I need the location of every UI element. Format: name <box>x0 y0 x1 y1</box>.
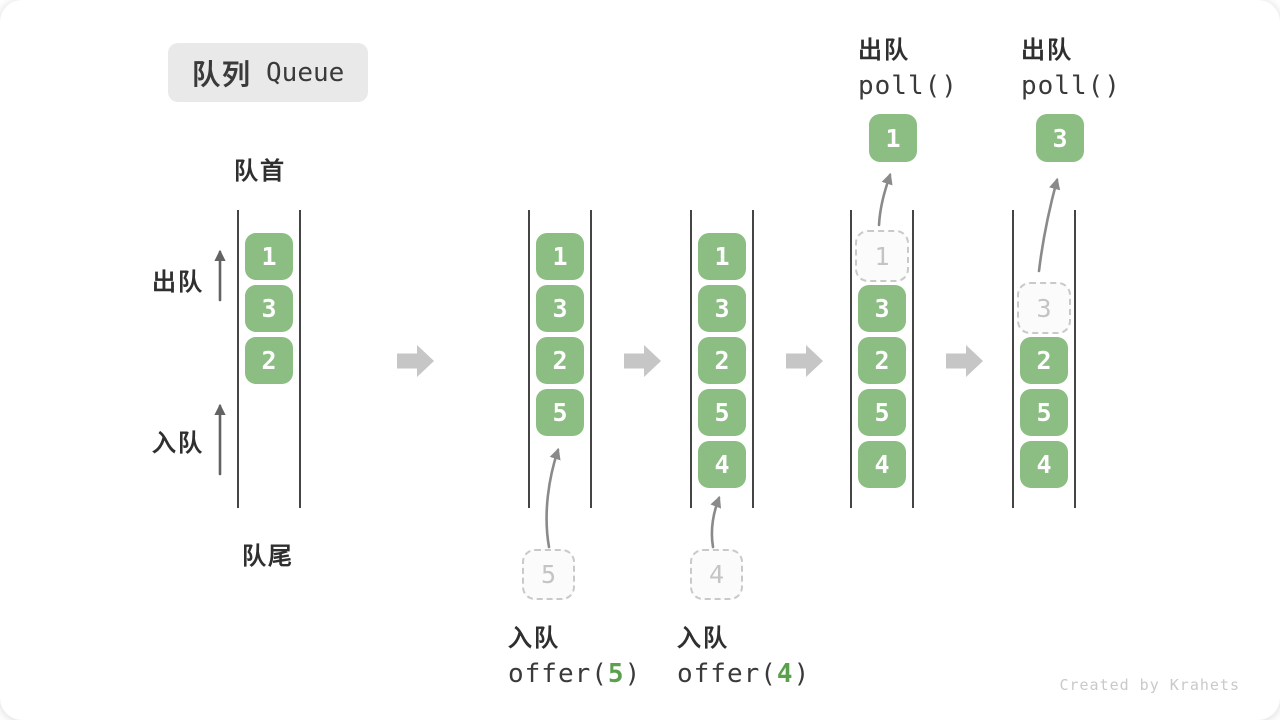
queue-item: 3 <box>698 285 746 332</box>
next-state-arrow-icon <box>397 345 434 377</box>
queue-state-4: 1 3 2 5 4 <box>850 210 914 508</box>
queue-item: 5 <box>858 389 906 436</box>
queue-item: 2 <box>698 337 746 384</box>
queue-rear-label: 队尾 <box>242 543 294 570</box>
queue-item: 1 <box>536 233 584 280</box>
polled-item-box: 3 <box>1036 114 1084 162</box>
queue-item: 3 <box>245 285 293 332</box>
code-open: offer( <box>508 659 608 689</box>
queue-item: 2 <box>1020 337 1068 384</box>
poll-label-zh: 出队 <box>858 37 910 64</box>
title-en: Queue <box>266 57 345 88</box>
poll-operation-label: 出队 poll() <box>1021 30 1121 101</box>
queue-item: 5 <box>1020 389 1068 436</box>
queue-item: 3 <box>858 285 906 332</box>
queue-item: 1 <box>245 233 293 280</box>
offer-operation-label: 入队 offer(4) <box>677 618 810 689</box>
queue-item: 4 <box>1020 441 1068 488</box>
queue-item: 2 <box>245 337 293 384</box>
offer-label-zh: 入队 <box>677 625 729 652</box>
code-arg: 5 <box>607 659 625 689</box>
queue-item: 4 <box>698 441 746 488</box>
code-close: ) <box>624 659 642 689</box>
next-state-arrow-icon <box>786 345 823 377</box>
offer-operation-label: 入队 offer(5) <box>508 618 641 689</box>
next-state-arrow-icon <box>946 345 983 377</box>
queue-item: 5 <box>536 389 584 436</box>
watermark: Created by Krahets <box>1059 676 1240 694</box>
poll-operation-label: 出队 poll() <box>858 30 958 101</box>
poll-label-code: poll() <box>1021 71 1121 101</box>
removed-item-placeholder: 1 <box>855 230 909 282</box>
queue-item: 4 <box>858 441 906 488</box>
next-state-arrow-icon <box>624 345 661 377</box>
offer-label-zh: 入队 <box>508 625 560 652</box>
poll-label-code: poll() <box>858 71 958 101</box>
queue-state-2: 1 3 2 5 <box>528 210 592 508</box>
queue-item: 1 <box>698 233 746 280</box>
title-box: 队列 Queue <box>168 43 369 102</box>
poll-label-zh: 出队 <box>1021 37 1073 64</box>
enqueue-side-label: 入队 <box>152 430 204 457</box>
queue-item: 2 <box>858 337 906 384</box>
queue-state-5: 3 2 5 4 <box>1012 210 1076 508</box>
polled-item-box: 1 <box>869 114 917 162</box>
code-open: offer( <box>677 659 777 689</box>
queue-item: 2 <box>536 337 584 384</box>
queue-state-1: 1 3 2 <box>237 210 301 508</box>
removed-item-placeholder: 3 <box>1017 282 1071 334</box>
title-zh: 队列 <box>192 58 253 90</box>
offer-label-code: offer(4) <box>677 659 810 689</box>
queue-state-3: 1 3 2 5 4 <box>690 210 754 508</box>
incoming-item-box: 4 <box>690 549 743 600</box>
queue-front-label: 队首 <box>234 158 286 185</box>
code-arg: 4 <box>776 659 794 689</box>
queue-item: 3 <box>536 285 584 332</box>
dequeue-side-label: 出队 <box>152 269 204 296</box>
queue-item: 5 <box>698 389 746 436</box>
code-close: ) <box>793 659 811 689</box>
incoming-item-box: 5 <box>522 549 575 600</box>
offer-label-code: offer(5) <box>508 659 641 689</box>
